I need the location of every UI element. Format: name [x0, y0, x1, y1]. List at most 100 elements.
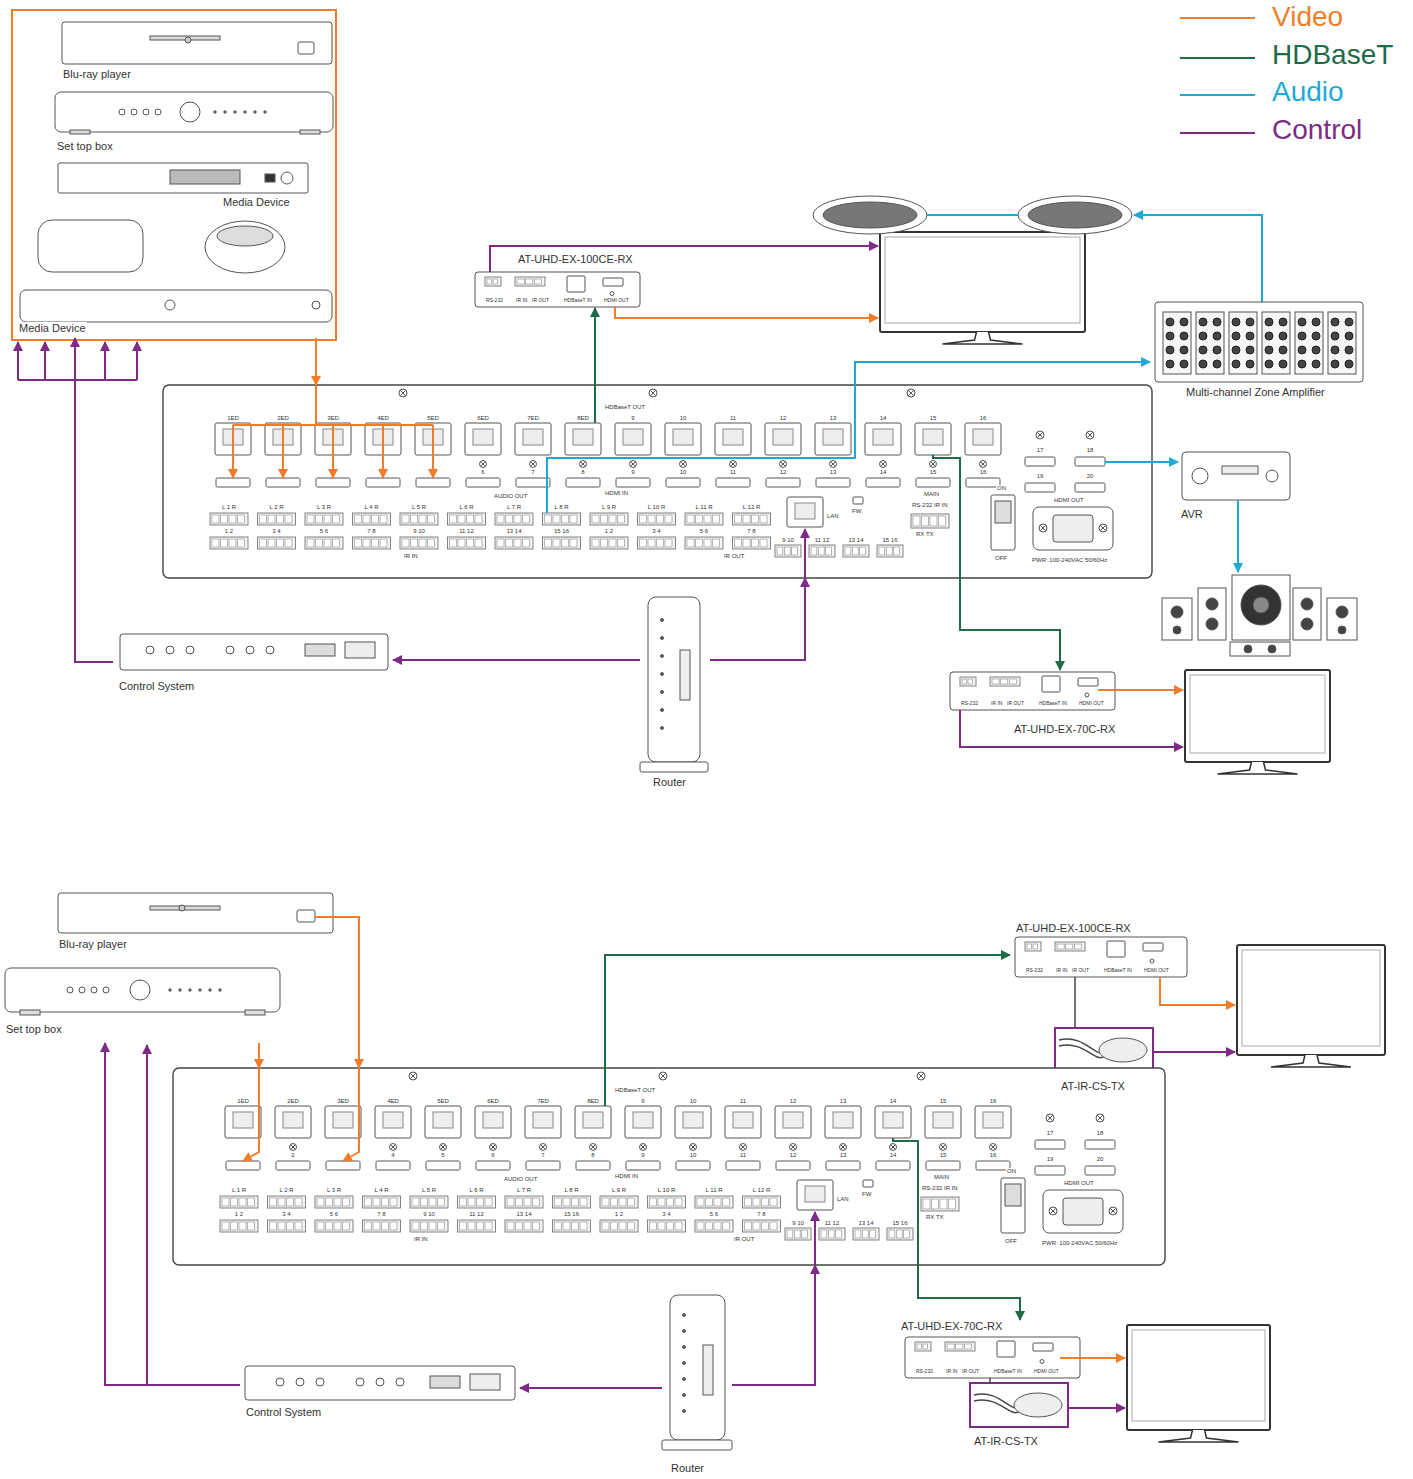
screw	[891, 1145, 896, 1150]
device-detail	[91, 987, 97, 993]
hdmi-port	[526, 1161, 560, 1170]
hdbaset-port	[873, 429, 893, 445]
hdmi-port	[1033, 1343, 1053, 1351]
device-detail	[683, 1314, 686, 1317]
terminal-pin	[904, 1230, 910, 1238]
terminal-block	[220, 1220, 258, 1232]
terminal-pin	[380, 515, 387, 523]
terminal-pin	[231, 1222, 238, 1230]
device-label: AT-UHD-EX-100CE-RX	[517, 253, 634, 265]
terminal-block	[911, 514, 949, 528]
hdmi-port	[376, 1161, 410, 1170]
terminal-block	[553, 1220, 591, 1232]
port-label: IR IN	[990, 701, 1003, 707]
hdbaset-port	[973, 429, 993, 445]
device-outline	[703, 1345, 713, 1395]
port-label: 9 10	[791, 1220, 805, 1227]
port-label: 3ED	[336, 1098, 350, 1105]
port-label: AUDIO OUT	[503, 1176, 538, 1183]
signal-wire	[136, 342, 138, 380]
terminal-pin	[1057, 944, 1064, 949]
port-label: ON	[1006, 1168, 1017, 1175]
screw	[291, 1145, 296, 1150]
port-label: 15	[939, 1098, 948, 1105]
hdbaset-port	[465, 423, 501, 455]
matrix-housing	[173, 1068, 1165, 1265]
hdbaset-port	[773, 429, 793, 445]
port-label: IR IN	[943, 1185, 959, 1192]
port-label: 18	[1086, 447, 1095, 454]
port-label: 3 4	[661, 1211, 671, 1218]
screw	[1096, 1114, 1104, 1122]
terminal-pin	[421, 1222, 428, 1230]
emitter-cable	[974, 1394, 1020, 1413]
legend-text: Control	[1272, 115, 1362, 146]
hdbaset-port	[683, 1112, 703, 1128]
device-detail	[246, 646, 254, 654]
terminal-pin	[534, 279, 541, 284]
device-detail	[356, 1378, 364, 1386]
device-outline	[265, 174, 275, 182]
terminal-block	[543, 513, 581, 525]
hdmi-port	[916, 478, 950, 487]
port-label: 3 4	[651, 528, 661, 535]
screw	[690, 1144, 697, 1151]
terminal-block	[648, 1196, 686, 1208]
terminal-pin	[268, 515, 275, 523]
device-detail	[219, 989, 221, 991]
terminal-pin	[770, 1222, 777, 1230]
terminal-pin	[287, 1198, 294, 1206]
terminal-block	[505, 1196, 543, 1208]
device-outline	[430, 1376, 460, 1388]
screw	[840, 1144, 847, 1151]
device-detail	[1345, 332, 1353, 340]
power-switch	[1005, 1184, 1021, 1206]
signal-wire	[1105, 461, 1152, 463]
device-detail	[1345, 346, 1353, 354]
terminal-pin	[365, 1222, 372, 1230]
signal-wire	[490, 246, 878, 272]
terminal-pin	[723, 1222, 730, 1230]
terminal-pin	[429, 1198, 436, 1206]
port-label: L 4 R	[363, 504, 379, 511]
port-label: L 6 R	[458, 504, 474, 511]
device-detail	[1336, 606, 1348, 618]
terminal-pin	[611, 1198, 618, 1206]
device-detail	[199, 989, 201, 991]
terminal-pin	[268, 539, 275, 547]
screw	[691, 1145, 696, 1150]
tv	[1237, 945, 1385, 1055]
terminal-block	[809, 545, 835, 557]
port-label: 12	[779, 415, 788, 422]
hdbaset-port	[325, 1106, 361, 1138]
terminal-pin	[572, 1198, 579, 1206]
terminal-pin	[714, 1222, 721, 1230]
device-box: Blu-ray player	[58, 20, 336, 82]
hdmi-port	[926, 1161, 960, 1170]
screw	[481, 462, 486, 467]
terminal-pin	[675, 1198, 682, 1206]
terminal-pin	[326, 1198, 333, 1206]
device-label: AT-UHD-EX-70C-RX	[900, 1320, 1003, 1332]
port-label: IR OUT	[1006, 701, 1025, 707]
terminal-block	[315, 1220, 353, 1232]
port-label: 16	[979, 469, 988, 476]
device-detail	[1244, 645, 1252, 653]
port-label: FW	[851, 508, 862, 515]
tv-stand	[1218, 762, 1298, 774]
terminal-pin	[260, 539, 267, 547]
terminal-pin	[658, 1198, 665, 1206]
hdbaset-port	[1042, 676, 1060, 692]
signal-connector	[258, 1043, 260, 1068]
terminal-pin	[760, 515, 767, 523]
hdbaset-port	[573, 429, 593, 445]
port-label: L 5 R	[411, 504, 427, 511]
terminal-pin	[343, 1198, 350, 1206]
hdmi-port	[426, 1161, 460, 1170]
signal-wire	[1160, 977, 1235, 1005]
device-label: AVR	[1180, 508, 1204, 520]
terminal-pin	[787, 1230, 793, 1238]
device-label: Blu-ray player	[58, 938, 128, 950]
port-label: 10	[679, 415, 688, 422]
port-label: 7 8	[756, 1211, 766, 1218]
